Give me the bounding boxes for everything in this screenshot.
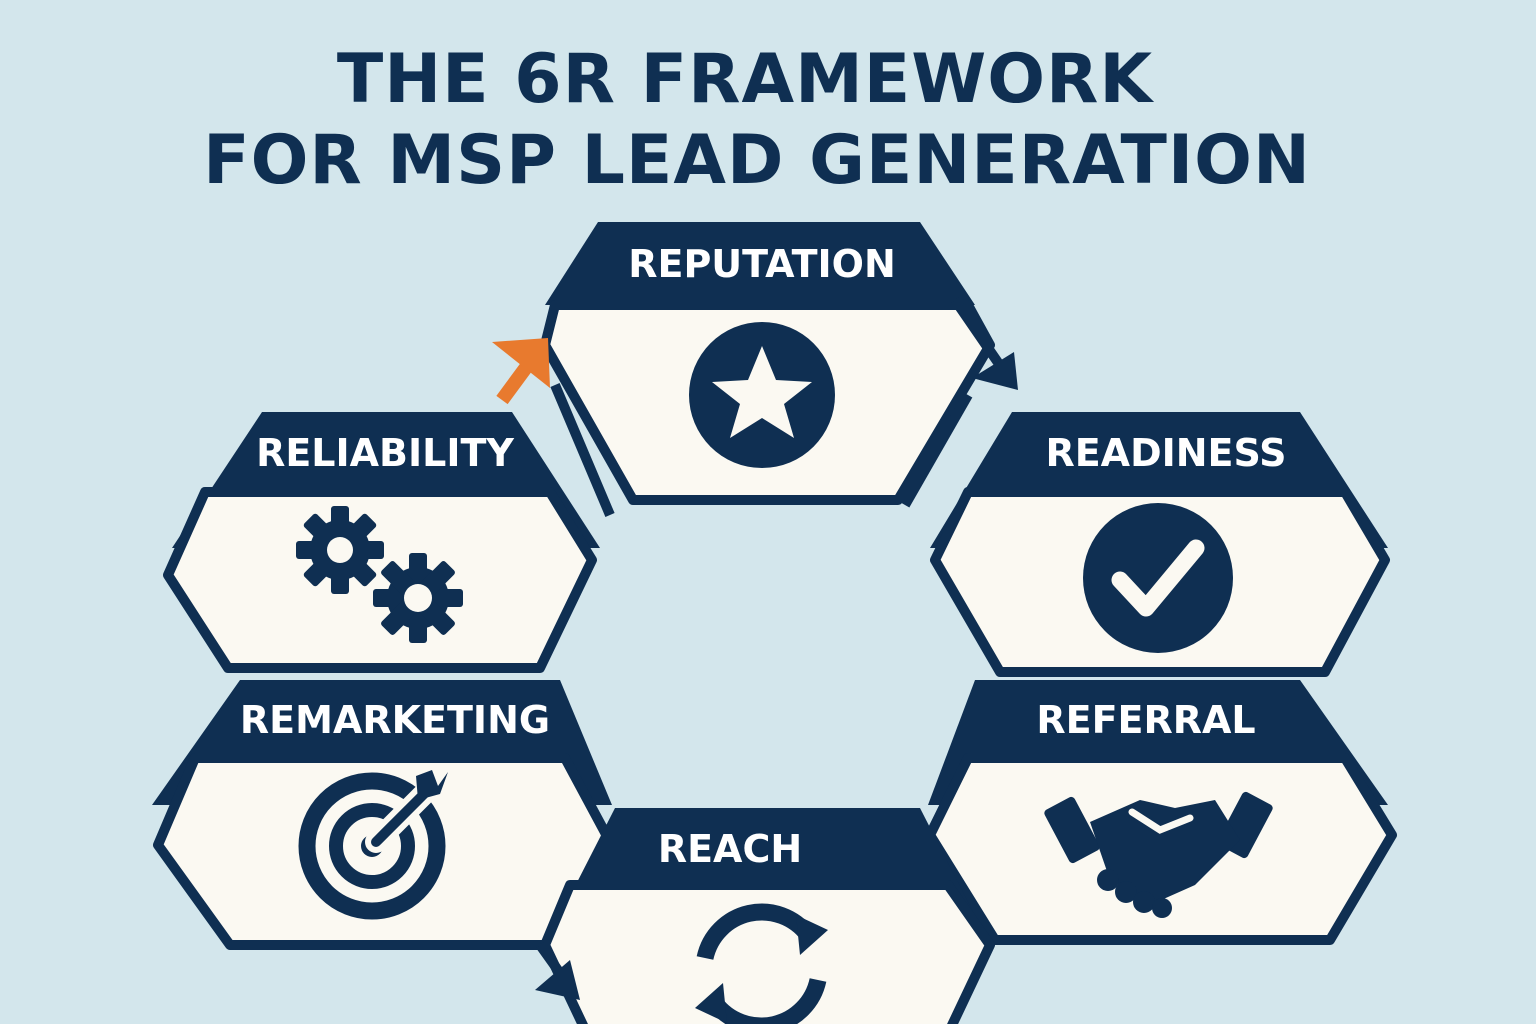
stage-referral: REFERRAL bbox=[925, 680, 1397, 945]
connector-readiness bbox=[900, 392, 973, 508]
stage-reliability: RELIABILITY bbox=[163, 412, 600, 673]
stage-reach: REACH bbox=[540, 808, 995, 1024]
readiness-label: READINESS bbox=[1045, 431, 1286, 475]
checkmark-icon bbox=[1083, 503, 1233, 653]
title-line-1: THE 6R FRAMEWORK bbox=[337, 40, 1155, 119]
title-line-2: FOR MSP LEAD GENERATION bbox=[203, 121, 1311, 200]
reliability-body bbox=[163, 487, 597, 673]
arrow-head-readiness bbox=[972, 352, 1018, 390]
stage-readiness: READINESS bbox=[930, 412, 1390, 677]
remarketing-label: REMARKETING bbox=[240, 698, 550, 742]
accent-arrow-icon bbox=[492, 338, 550, 405]
stage-remarketing: REMARKETING bbox=[152, 680, 613, 950]
center-hexagon bbox=[540, 515, 995, 800]
referral-label: REFERRAL bbox=[1036, 698, 1255, 742]
refresh-cycle-icon bbox=[695, 903, 828, 1024]
reputation-label: REPUTATION bbox=[628, 242, 896, 286]
arrow-head-remarketing bbox=[535, 960, 580, 1000]
gears-icon bbox=[296, 506, 463, 643]
reliability-label: RELIABILITY bbox=[256, 431, 514, 475]
handshake-icon bbox=[1044, 791, 1273, 918]
flow-arrows bbox=[535, 297, 1018, 1000]
star-icon bbox=[689, 322, 835, 468]
reach-label: REACH bbox=[658, 827, 802, 871]
target-arrow-icon bbox=[298, 770, 448, 920]
connector-reliability bbox=[550, 383, 615, 517]
stage-reputation: REPUTATION bbox=[540, 222, 995, 505]
reputation-band bbox=[545, 222, 975, 305]
